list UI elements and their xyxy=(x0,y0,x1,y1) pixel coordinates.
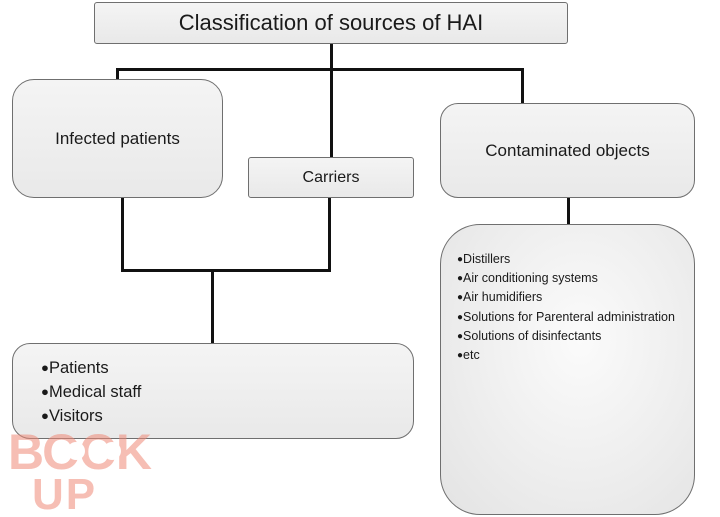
connector-carriers-down xyxy=(328,198,331,271)
bullet-icon: ● xyxy=(457,273,464,285)
objects-list: ●Distillers ●Air conditioning systems ●A… xyxy=(457,250,675,365)
watermark-eye-right xyxy=(103,442,121,460)
bullet-icon: ● xyxy=(457,254,464,265)
list-item-label: etc xyxy=(463,348,480,363)
infected-patients-label: Infected patients xyxy=(55,128,180,148)
bullet-icon: ● xyxy=(41,360,49,375)
connector-to-contaminated xyxy=(521,68,524,103)
bullet-icon: ● xyxy=(457,350,464,362)
bullet-icon: ● xyxy=(457,330,464,342)
watermark-line2: UP xyxy=(32,470,97,511)
connector-infected-down xyxy=(121,198,124,271)
bullet-icon: ● xyxy=(41,408,49,423)
list-item: ●Solutions for Parenteral administration xyxy=(457,308,675,327)
carriers-label: Carriers xyxy=(302,168,360,186)
diagram-title-text: Classification of sources of HAI xyxy=(178,10,484,35)
list-item-label: Medical staff xyxy=(48,383,142,401)
list-item: ●Air conditioning systems xyxy=(457,269,675,288)
connector-title-down xyxy=(330,44,333,157)
list-item-label: Distillers xyxy=(463,252,511,266)
bookup-watermark-logo: BOOK UP xyxy=(8,425,154,511)
connector-to-infected xyxy=(116,68,119,79)
carriers-node: Carriers xyxy=(248,157,414,198)
connector-contaminated-down xyxy=(567,198,570,224)
bullet-icon: ● xyxy=(457,311,464,323)
contaminated-objects-node: Contaminated objects xyxy=(440,103,695,198)
connector-to-people xyxy=(211,269,214,343)
infected-patients-node: Infected patients xyxy=(12,79,223,198)
diagram-title: Classification of sources of HAI xyxy=(94,2,568,44)
list-item-label: Air conditioning systems xyxy=(463,271,598,286)
list-item: ●Medical staff xyxy=(41,380,141,404)
objects-list-node: ●Distillers ●Air conditioning systems ●A… xyxy=(440,224,695,515)
people-list-node: ●Patients ●Medical staff ●Visitors xyxy=(12,343,414,439)
bullet-icon: ● xyxy=(457,292,464,304)
connector-horizontal-bottom xyxy=(121,269,331,272)
list-item-label: Patients xyxy=(48,359,109,377)
list-item: ●Patients xyxy=(41,356,141,380)
list-item: ●Air humidifiers xyxy=(457,288,675,307)
contaminated-objects-label: Contaminated objects xyxy=(485,140,650,160)
list-item-label: Solutions of disinfectants xyxy=(463,328,602,343)
connector-horizontal-top xyxy=(116,68,524,71)
list-item-label: Visitors xyxy=(48,407,103,425)
list-item: ●Distillers xyxy=(457,250,675,269)
bullet-icon: ● xyxy=(41,384,49,399)
people-list: ●Patients ●Medical staff ●Visitors xyxy=(41,356,141,428)
list-item-label: Air humidifiers xyxy=(463,290,543,305)
list-item: ●Visitors xyxy=(41,404,141,428)
list-item: ●etc xyxy=(457,346,675,365)
list-item-label: Solutions for Parenteral administration xyxy=(463,309,675,324)
watermark-eye-left xyxy=(67,442,85,460)
list-item: ●Solutions of disinfectants xyxy=(457,327,675,346)
